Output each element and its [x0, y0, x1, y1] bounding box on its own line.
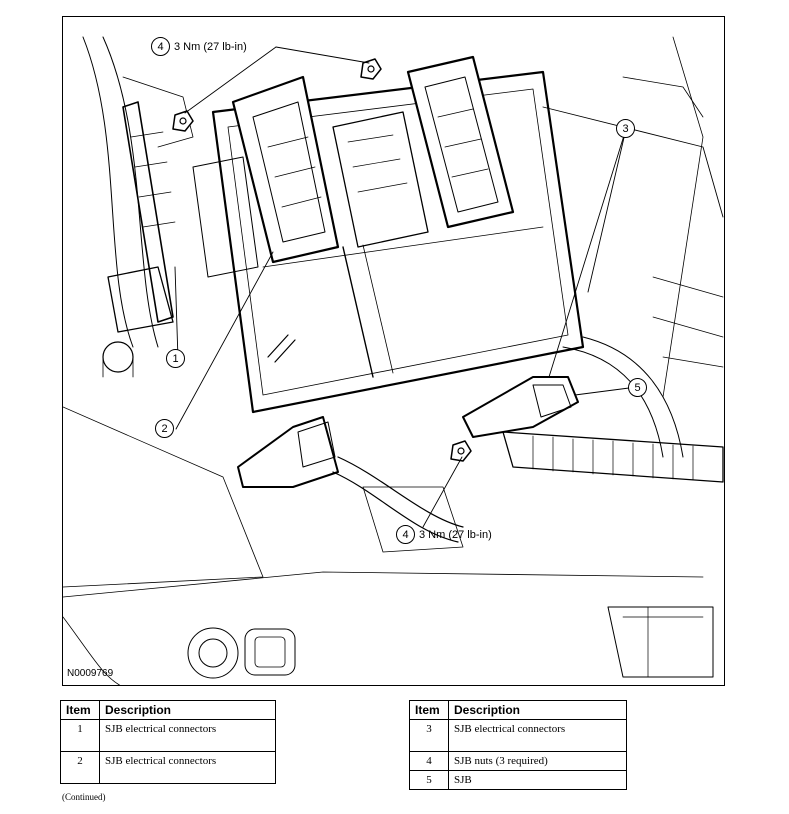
callout-1: 1	[166, 349, 185, 368]
callout-number: 3	[616, 119, 635, 138]
sjb-line-drawing	[63, 36, 724, 685]
callout-torque-label: 3 Nm (27 lb-in)	[174, 40, 247, 53]
item-description: SJB	[448, 770, 627, 790]
header-description: Description	[448, 700, 627, 720]
header-item: Item	[60, 700, 100, 720]
callout-2: 2	[155, 419, 174, 438]
item-description: SJB electrical connectors	[99, 719, 276, 752]
callout-number: 2	[155, 419, 174, 438]
item-number: 5	[409, 770, 449, 790]
header-item: Item	[409, 700, 449, 720]
item-description: SJB nuts (3 required)	[448, 751, 627, 771]
continued-note: (Continued)	[62, 792, 106, 802]
callout-4-bottom: 4 3 Nm (27 lb-in)	[396, 525, 492, 544]
table-row: 4 SJB nuts (3 required)	[409, 751, 627, 771]
figure-id: N0009769	[67, 668, 114, 679]
header-description: Description	[99, 700, 276, 720]
legend-table-right: Item Description 3 SJB electrical connec…	[409, 700, 627, 790]
table-row: 1 SJB electrical connectors	[60, 719, 276, 752]
diagram-figure: 4 3 Nm (27 lb-in) 3 1 2 5 4 3 Nm (27 lb-…	[62, 16, 725, 686]
callout-5: 5	[628, 378, 647, 397]
item-number: 1	[60, 719, 100, 752]
callout-number: 4	[396, 525, 415, 544]
legend-table-left: Item Description 1 SJB electrical connec…	[60, 700, 276, 784]
table-row: 2 SJB electrical connectors	[60, 751, 276, 784]
callout-number: 5	[628, 378, 647, 397]
item-description: SJB electrical connectors	[448, 719, 627, 752]
item-description: SJB electrical connectors	[99, 751, 276, 784]
callout-3: 3	[616, 119, 635, 138]
callout-4-top: 4 3 Nm (27 lb-in)	[151, 37, 247, 56]
callout-torque-label: 3 Nm (27 lb-in)	[419, 528, 492, 541]
item-number: 3	[409, 719, 449, 752]
callout-number: 4	[151, 37, 170, 56]
table-row: 3 SJB electrical connectors	[409, 719, 627, 752]
table-row: 5 SJB	[409, 770, 627, 790]
callout-number: 1	[166, 349, 185, 368]
item-number: 2	[60, 751, 100, 784]
item-number: 4	[409, 751, 449, 771]
